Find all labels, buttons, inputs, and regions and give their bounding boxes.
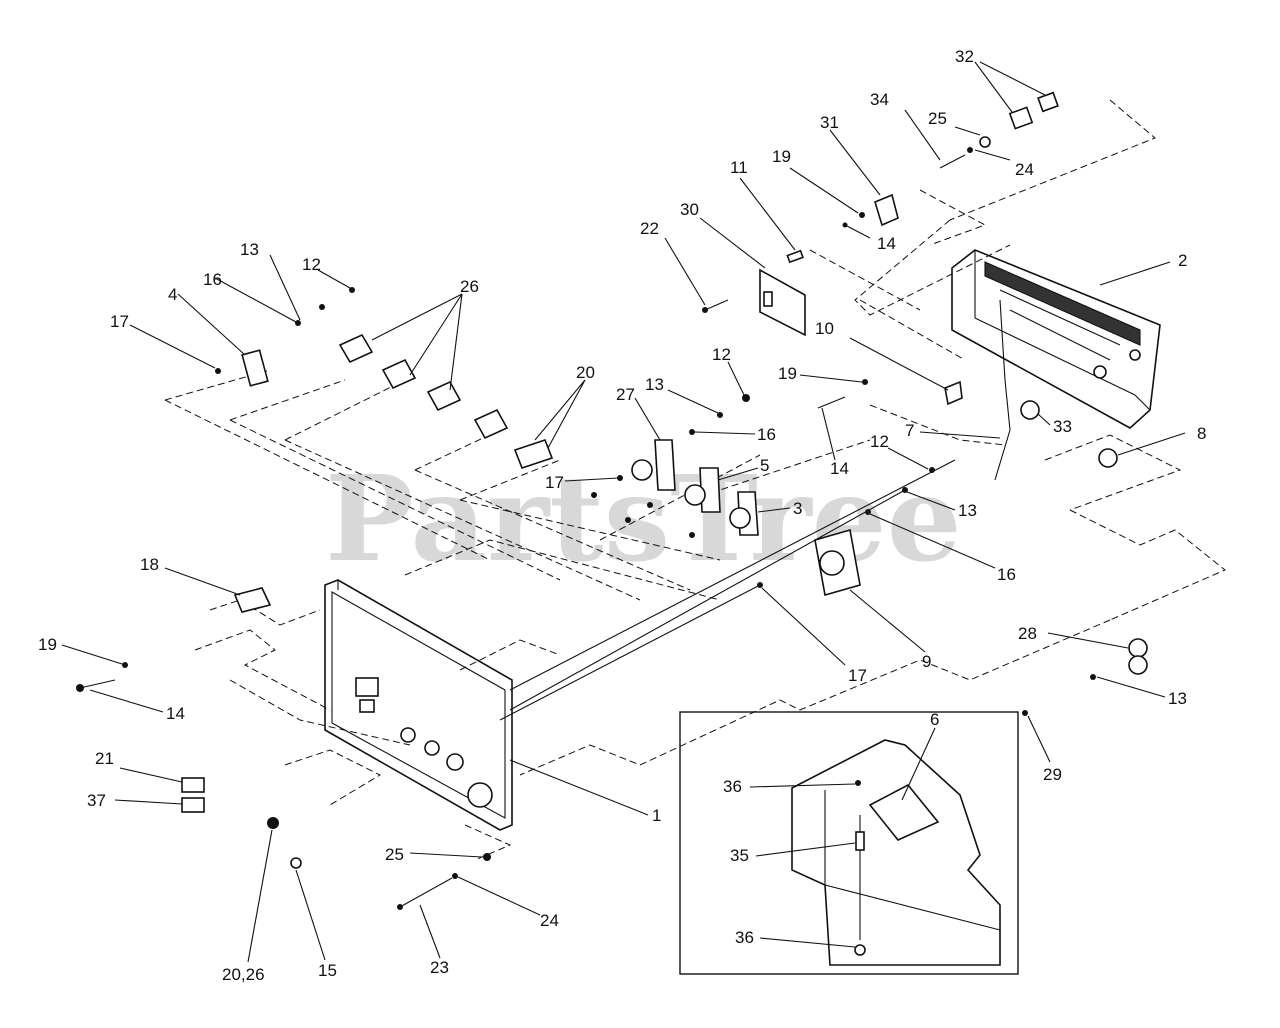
part-label: 14 — [877, 234, 896, 253]
control-panel — [324, 579, 513, 831]
part-label: 13 — [1168, 689, 1187, 708]
part-label: 15 — [318, 961, 337, 980]
part-label: 13 — [958, 501, 977, 520]
inset-detail-box — [679, 711, 1019, 975]
part-label: 17 — [848, 666, 867, 685]
part-label: 7 — [905, 421, 914, 440]
part-label: 19 — [772, 147, 791, 166]
part-label: 8 — [1197, 424, 1206, 443]
part-label: 37 — [87, 791, 106, 810]
part-label: 4 — [168, 285, 177, 304]
part-label: 12 — [712, 345, 731, 364]
part-label: 28 — [1018, 624, 1037, 643]
part-label: 14 — [830, 459, 849, 478]
part-label: 17 — [545, 473, 564, 492]
part-label: 18 — [140, 555, 159, 574]
part-label: 16 — [757, 425, 776, 444]
part-label: 24 — [540, 911, 559, 930]
part-label: 25 — [385, 845, 404, 864]
part-label: 10 — [815, 319, 834, 338]
part-labels: 32 34 25 24 31 19 14 11 30 22 2 10 13 12… — [38, 47, 1206, 984]
part-label: 5 — [760, 456, 769, 475]
part-label: 16 — [997, 565, 1016, 584]
part-label: 23 — [430, 958, 449, 977]
part-label: 20,26 — [222, 965, 265, 984]
part-label: 26 — [460, 277, 479, 296]
part-label: 9 — [922, 652, 931, 671]
part-label: 22 — [640, 219, 659, 238]
part-label: 13 — [240, 240, 259, 259]
control-box-housing — [951, 249, 1161, 429]
part-label: 12 — [870, 432, 889, 451]
part-label: 31 — [820, 113, 839, 132]
part-label: 29 — [1043, 765, 1062, 784]
part-label: 34 — [870, 90, 889, 109]
solid-wires — [499, 299, 1011, 721]
part-label: 3 — [793, 499, 802, 518]
part-label: 13 — [645, 375, 664, 394]
part-label: 2 — [1178, 251, 1187, 270]
part-label: 19 — [778, 364, 797, 383]
part-label: 16 — [203, 270, 222, 289]
part-label: 6 — [930, 710, 939, 729]
part-label: 30 — [680, 200, 699, 219]
part-label: 36 — [735, 928, 754, 947]
part-label: 11 — [730, 158, 748, 177]
part-label: 21 — [95, 749, 114, 768]
leader-lines — [61, 61, 1186, 963]
part-label: 27 — [616, 385, 635, 404]
part-label: 20 — [576, 363, 595, 382]
component-parts — [76, 91, 1148, 910]
part-label: 24 — [1015, 160, 1034, 179]
part-label: 14 — [166, 704, 185, 723]
wiring-harness — [164, 99, 1226, 861]
part-label: 25 — [928, 109, 947, 128]
part-label: 36 — [723, 777, 742, 796]
part-label: 33 — [1053, 417, 1072, 436]
part-label: 32 — [955, 47, 974, 66]
part-label: 19 — [38, 635, 57, 654]
part-label: 17 — [110, 312, 129, 331]
part-label: 1 — [652, 806, 661, 825]
part-label: 35 — [730, 846, 749, 865]
part-label: 12 — [302, 255, 321, 274]
